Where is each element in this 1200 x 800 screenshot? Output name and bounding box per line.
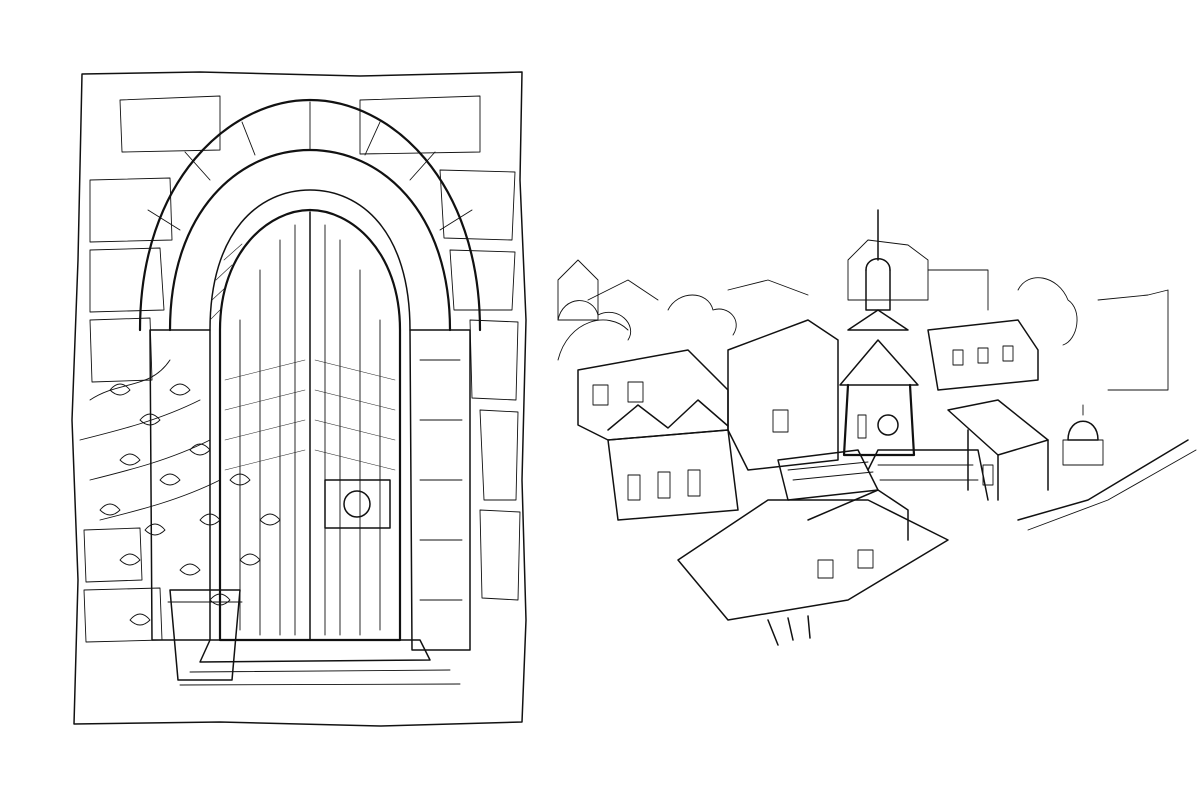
background-trees bbox=[557, 294, 737, 341]
distant-buildings bbox=[557, 239, 1169, 391]
door-sketch-illustration bbox=[60, 60, 540, 740]
door-steps bbox=[179, 639, 461, 686]
stone-arch bbox=[138, 98, 482, 332]
wooden-door bbox=[218, 208, 402, 642]
town-sketch-illustration bbox=[548, 200, 1198, 670]
tower-clock bbox=[877, 414, 899, 436]
door-sketch-svg bbox=[71, 71, 527, 727]
sketch-border bbox=[71, 71, 527, 727]
stone-wall bbox=[83, 95, 521, 643]
door-ring-handle bbox=[343, 490, 371, 518]
flower-pot bbox=[167, 589, 243, 681]
small-dome bbox=[1067, 420, 1099, 441]
town-sketch-svg bbox=[557, 209, 1197, 646]
church-tower bbox=[839, 209, 919, 457]
door-handle-plate bbox=[324, 479, 391, 529]
foreground-roofs bbox=[677, 439, 1197, 646]
main-buildings bbox=[577, 319, 1104, 521]
climbing-plant bbox=[79, 359, 281, 626]
